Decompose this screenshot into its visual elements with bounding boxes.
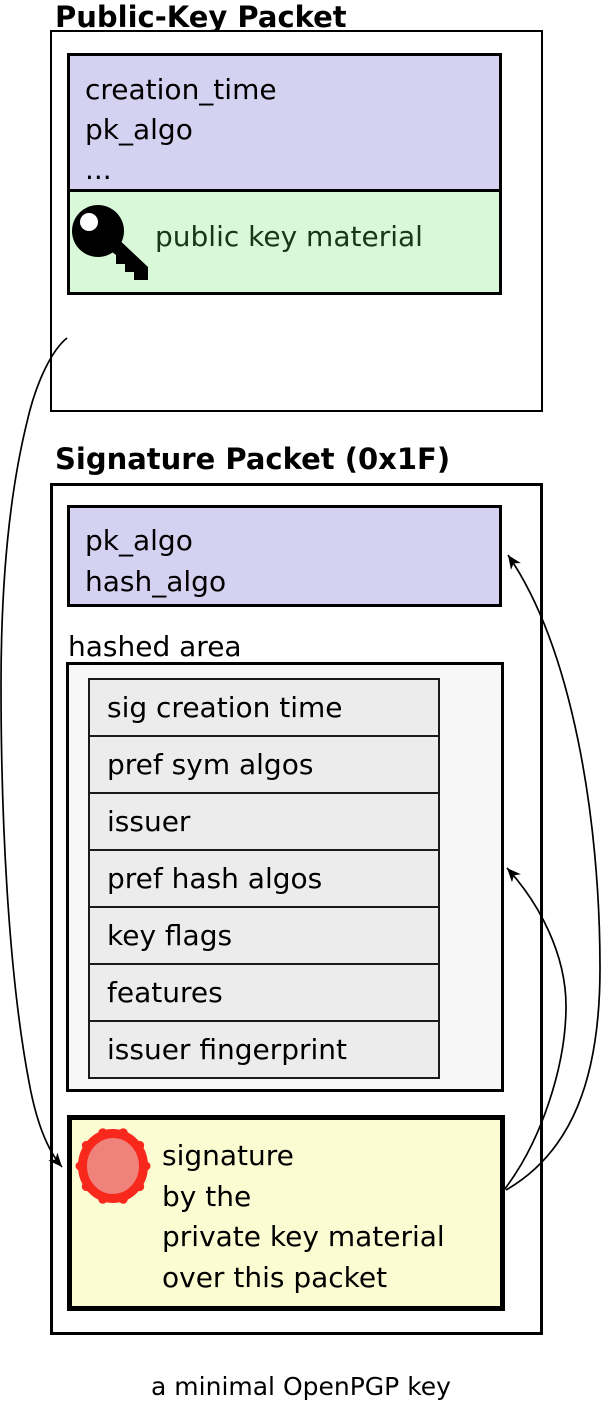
- subpacket-issuer: issuer: [88, 792, 440, 851]
- signature-line: signature: [162, 1139, 294, 1172]
- field-creation-time: creation_time: [85, 73, 277, 106]
- subpacket-sig-creation-time: sig creation time: [88, 678, 440, 737]
- signature-description: signature by the private key material ov…: [162, 1136, 445, 1298]
- hashed-subpacket-list: sig creation time pref sym algos issuer …: [88, 678, 440, 1079]
- public-key-packet-title: Public-Key Packet: [55, 0, 347, 34]
- field-hash-algo: hash_algo: [85, 565, 227, 598]
- signature-line: by the: [162, 1179, 252, 1213]
- public-key-material-label: public key material: [155, 220, 423, 253]
- signature-packet-title: Signature Packet (0x1F): [55, 442, 451, 476]
- signature-line: over this packet: [162, 1260, 388, 1294]
- subpacket-features: features: [88, 963, 440, 1022]
- wax-seal-icon: [75, 1128, 151, 1204]
- field-pk-algo: pk_algo: [85, 113, 193, 146]
- signature-line: private key material: [162, 1220, 445, 1253]
- hashed-area-label: hashed area: [68, 630, 242, 663]
- diagram-caption: a minimal OpenPGP key: [151, 1372, 451, 1401]
- field-ellipsis: ...: [85, 153, 112, 186]
- subpacket-pref-sym-algos: pref sym algos: [88, 735, 440, 794]
- public-key-header-fields: creation_time pk_algo ...: [67, 53, 502, 192]
- signature-header-fields: pk_algo hash_algo: [67, 505, 502, 607]
- field-pk-algo: pk_algo: [85, 524, 193, 557]
- key-icon: [72, 205, 148, 280]
- subpacket-issuer-fingerprint: issuer fingerprint: [88, 1020, 440, 1079]
- subpacket-key-flags: key flags: [88, 906, 440, 965]
- subpacket-pref-hash-algos: pref hash algos: [88, 849, 440, 908]
